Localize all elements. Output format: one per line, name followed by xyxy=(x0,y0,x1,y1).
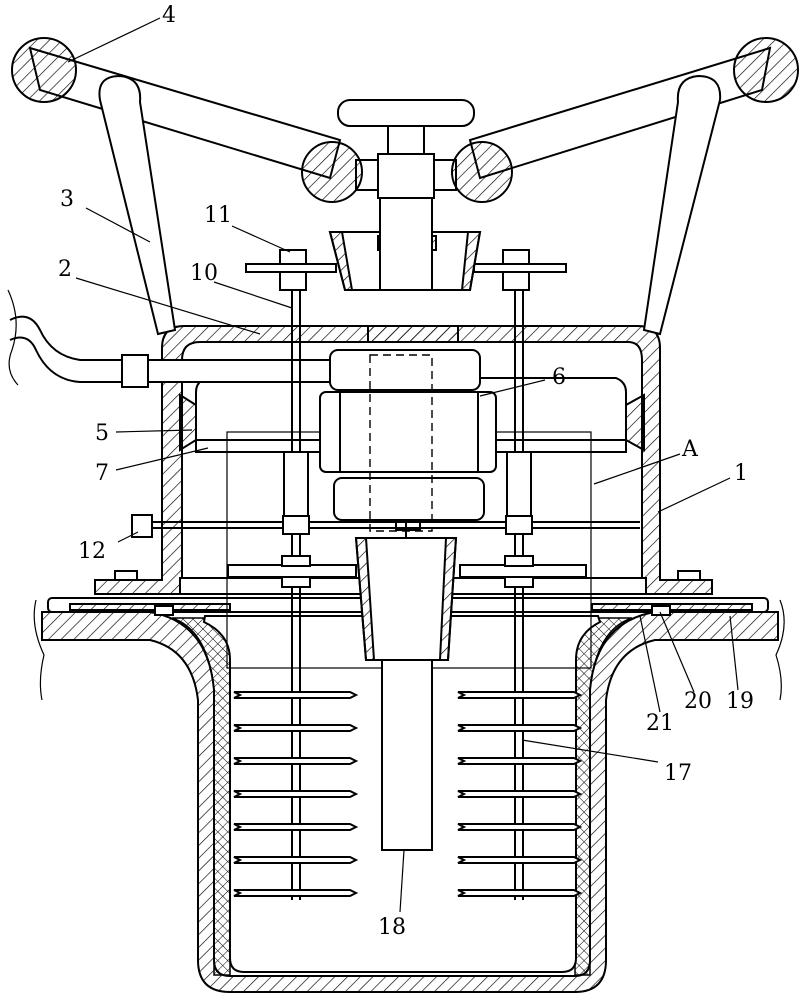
label-5: 5 xyxy=(95,421,109,446)
left-blade xyxy=(233,790,359,798)
label-18: 18 xyxy=(378,915,406,940)
label-a: A xyxy=(681,437,699,462)
break-line-left xyxy=(33,599,45,701)
power-cable xyxy=(9,315,339,388)
right-screw-assembly xyxy=(459,249,587,900)
break-line-cable xyxy=(7,289,19,386)
top-coupling xyxy=(328,99,482,291)
left-blade xyxy=(233,724,359,732)
left-blade xyxy=(233,856,359,864)
reference-labels: 4 3 2 5 7 11 10 6 A 1 12 20 19 21 17 18 xyxy=(58,3,754,940)
break-line-right xyxy=(775,599,785,701)
arm-left xyxy=(28,46,342,336)
left-blade xyxy=(233,757,359,765)
right-blade xyxy=(457,691,583,699)
label-3: 3 xyxy=(60,187,74,212)
left-screw-assembly xyxy=(227,249,357,900)
leader-lines xyxy=(67,17,739,913)
left-blade xyxy=(233,691,359,699)
stir-blades-right xyxy=(457,691,583,897)
right-blade xyxy=(457,823,583,831)
label-12: 12 xyxy=(78,539,106,564)
label-7: 7 xyxy=(95,461,109,486)
left-blade xyxy=(233,889,359,897)
label-19: 19 xyxy=(726,689,754,714)
label-17: 17 xyxy=(664,761,692,786)
right-blade xyxy=(457,724,583,732)
label-4: 4 xyxy=(162,3,176,28)
label-21: 21 xyxy=(646,711,674,736)
label-1: 1 xyxy=(734,461,748,486)
label-10: 10 xyxy=(190,261,218,286)
right-blade xyxy=(457,790,583,798)
motor xyxy=(319,349,497,532)
label-20: 20 xyxy=(684,689,712,714)
label-2: 2 xyxy=(58,257,72,282)
stir-blades-left xyxy=(233,691,359,897)
right-blade xyxy=(457,856,583,864)
central-shaft xyxy=(354,520,458,851)
right-blade xyxy=(457,757,583,765)
right-blade xyxy=(457,889,583,897)
left-blade xyxy=(233,823,359,831)
label-11: 11 xyxy=(204,203,232,228)
handle-knobs xyxy=(11,37,799,203)
label-6: 6 xyxy=(552,365,566,390)
threaded-rod-horizontal xyxy=(131,514,640,538)
